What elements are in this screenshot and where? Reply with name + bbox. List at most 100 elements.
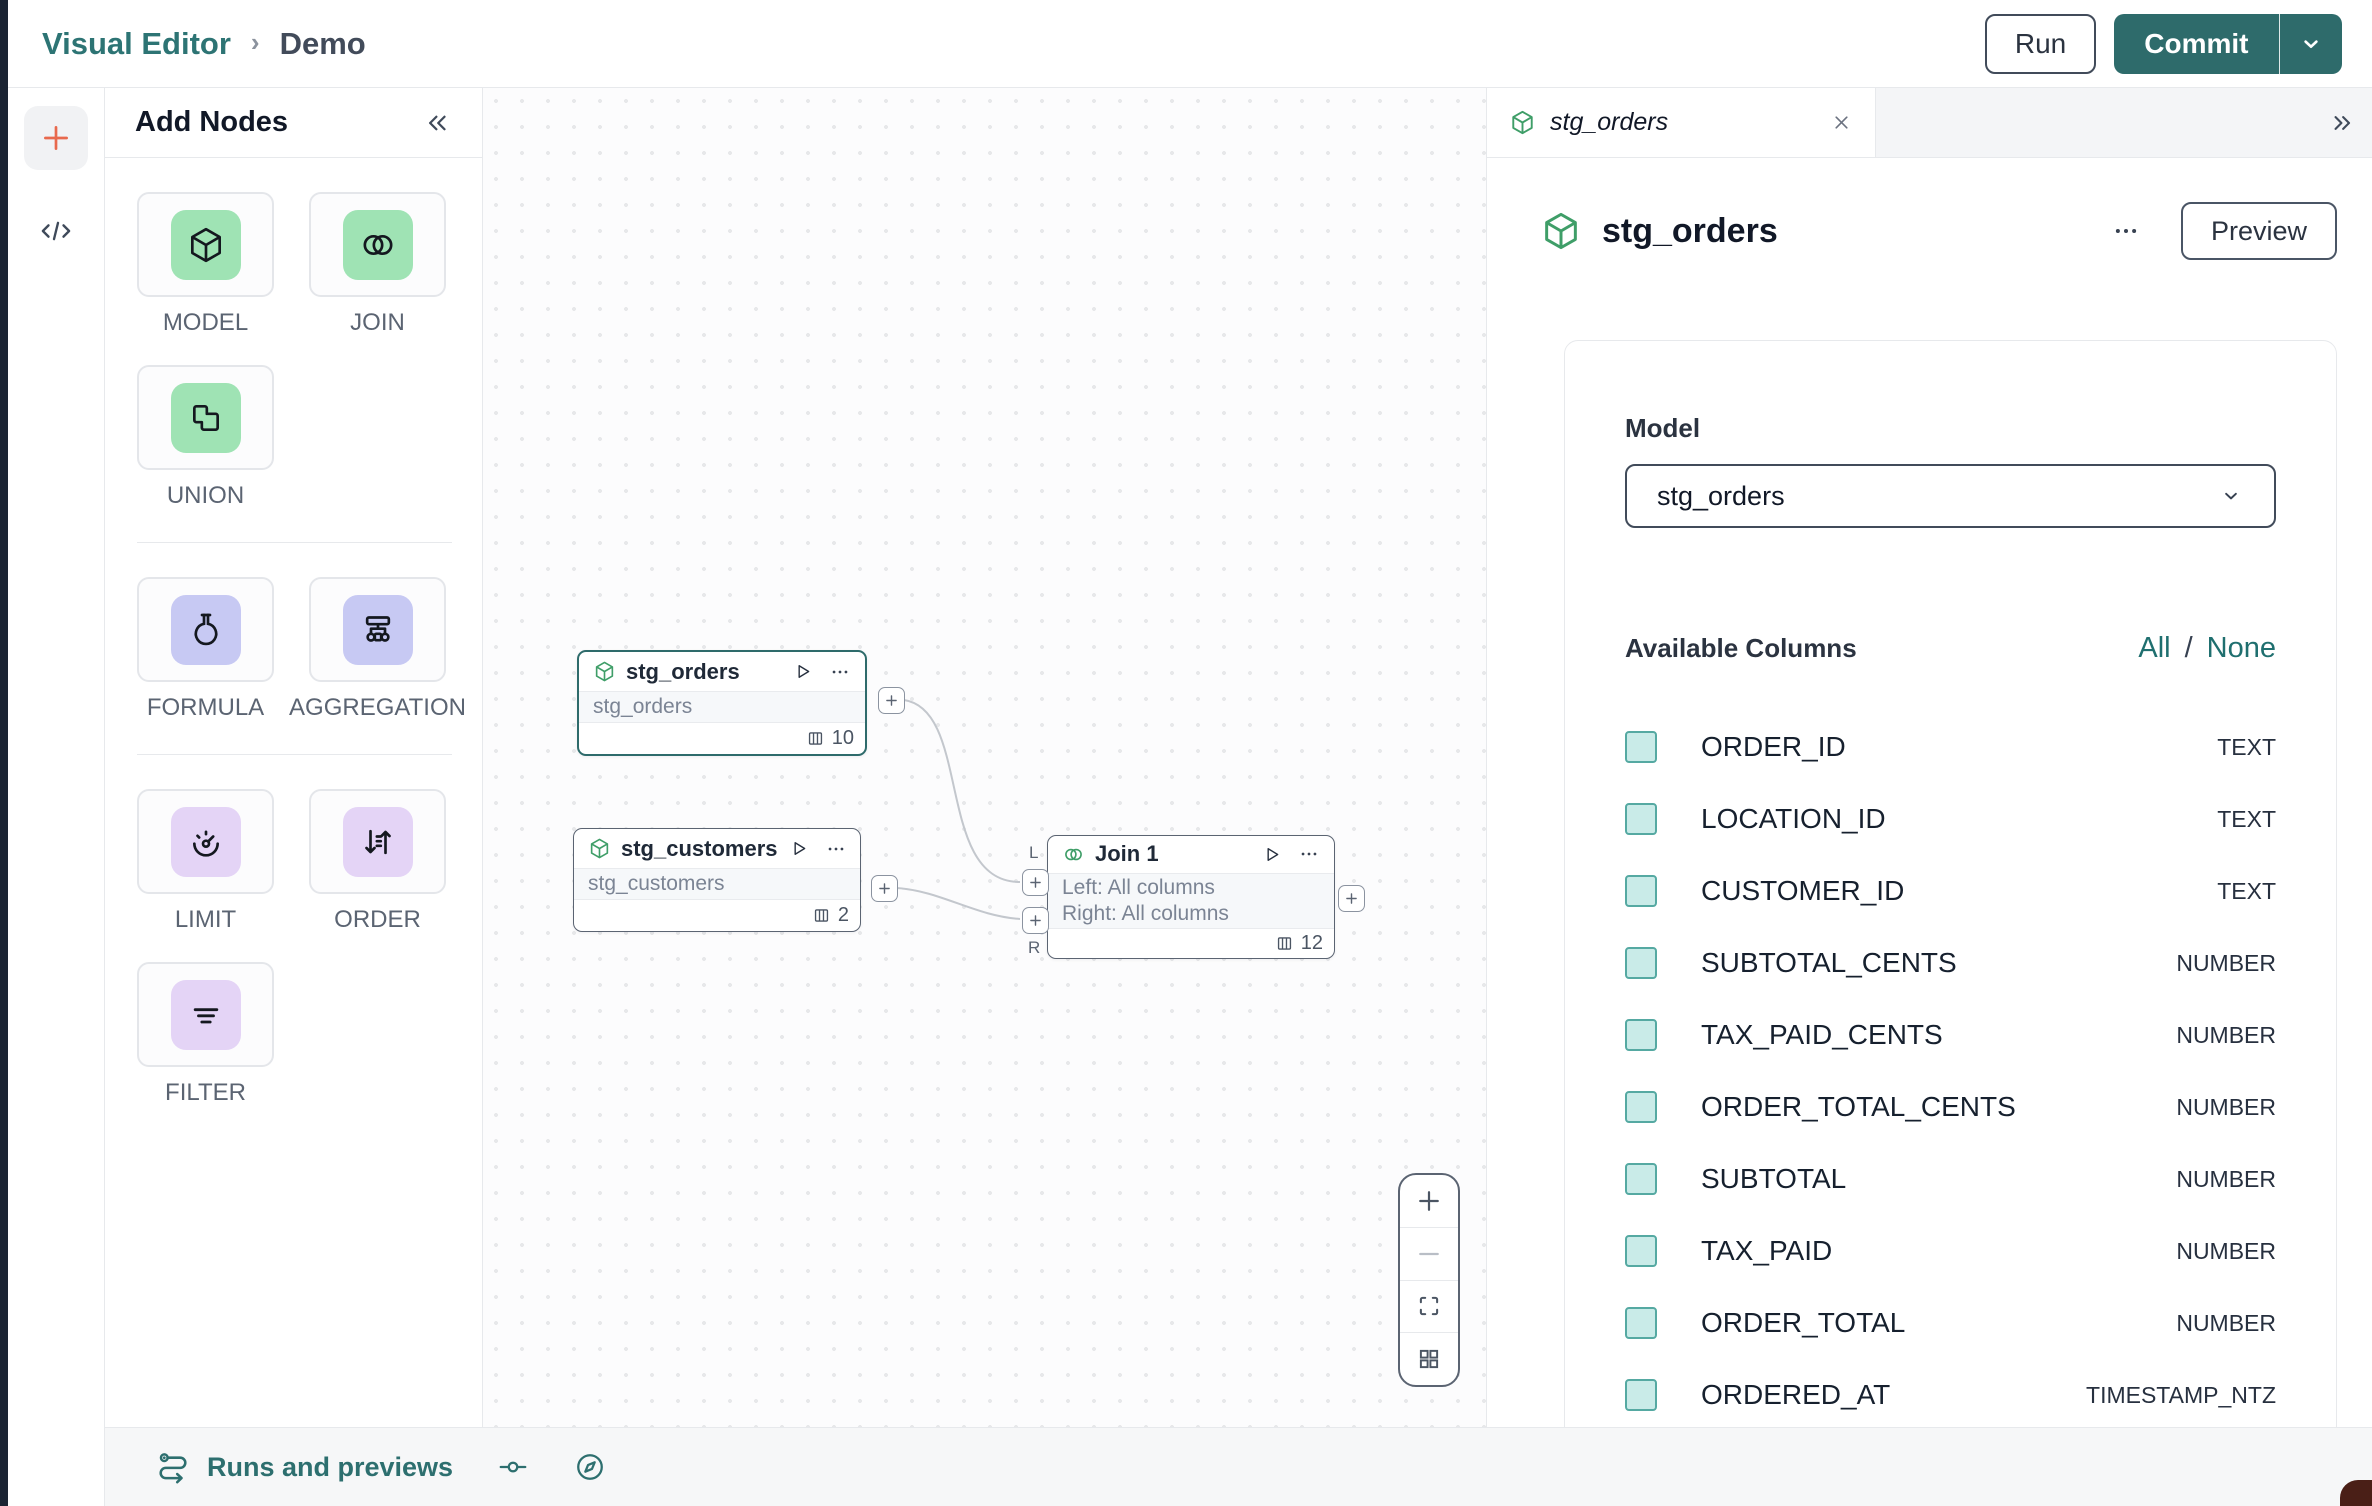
- node-type-card: [137, 365, 274, 470]
- column-name: CUSTOMER_ID: [1701, 875, 1905, 906]
- node-title: Join 1: [1095, 841, 1159, 867]
- auto-layout-button[interactable]: [1400, 1332, 1458, 1385]
- chat-widget-corner[interactable]: [2340, 1480, 2372, 1506]
- plus-icon: [1343, 890, 1360, 907]
- header-actions: Run Commit: [1984, 13, 2342, 74]
- close-icon[interactable]: [1830, 111, 1853, 134]
- node-type-label: UNION: [166, 482, 245, 509]
- breadcrumb-visual-editor[interactable]: Visual Editor: [42, 25, 231, 61]
- chevrons-left-icon: [422, 108, 452, 138]
- pipeline-canvas[interactable]: stg_orders stg_orders 10: [483, 88, 1486, 1427]
- node-type-tile: [170, 806, 241, 877]
- node-type-icon: [358, 225, 398, 265]
- node-type-tile: [342, 209, 413, 280]
- code-view-button[interactable]: [36, 216, 76, 246]
- preview-button[interactable]: Preview: [2180, 202, 2337, 260]
- collapsed-sidebar-edge: [0, 0, 8, 1506]
- column-checkbox[interactable]: [1625, 947, 1657, 979]
- zoom-out-button[interactable]: [1400, 1226, 1458, 1280]
- plus-icon: [876, 880, 893, 897]
- node-header: stg_customers: [574, 829, 860, 868]
- play-icon[interactable]: [788, 838, 809, 859]
- node-type-item[interactable]: MODEL: [137, 192, 274, 337]
- output-port-join-1[interactable]: [1338, 885, 1365, 912]
- runs-and-previews-button[interactable]: Runs and previews: [155, 1449, 453, 1485]
- zoom-in-button[interactable]: [1400, 1175, 1458, 1227]
- join-right-summary: Right: All columns: [1062, 901, 1229, 925]
- available-columns-title: Available Columns: [1625, 633, 1857, 663]
- tab-stg-orders[interactable]: stg_orders: [1487, 88, 1876, 157]
- breadcrumb: Visual Editor › Demo: [42, 26, 366, 62]
- node-subtitle: stg_orders: [593, 695, 693, 718]
- select-none-link[interactable]: None: [2206, 632, 2276, 664]
- column-checkbox[interactable]: [1625, 1307, 1657, 1339]
- run-button[interactable]: Run: [1984, 13, 2097, 74]
- ellipsis-menu-icon[interactable]: [829, 661, 851, 683]
- column-checkbox[interactable]: [1625, 1091, 1657, 1123]
- collapse-panel-button[interactable]: [422, 108, 452, 138]
- column-checkbox[interactable]: [1625, 875, 1657, 907]
- canvas-node-stg-customers[interactable]: stg_customers stg_customers 2: [573, 828, 861, 932]
- grid-icon: [1416, 1346, 1442, 1372]
- join-right-input-port[interactable]: [1022, 907, 1049, 934]
- node-body: stg_customers: [574, 868, 860, 900]
- node-type-card: [309, 577, 446, 682]
- column-row: SUBTOTAL_CENTS NUMBER: [1625, 927, 2276, 999]
- model-cube-icon: [588, 837, 611, 860]
- select-all-link[interactable]: All: [2138, 632, 2171, 664]
- group-divider: [137, 542, 452, 543]
- column-name: TAX_PAID_CENTS: [1701, 1019, 1943, 1050]
- column-row: ORDER_TOTAL_CENTS NUMBER: [1625, 1071, 2276, 1143]
- column-checkbox[interactable]: [1625, 1379, 1657, 1411]
- join-left-input-port[interactable]: [1022, 869, 1049, 896]
- panel-title-row: stg_orders Preview: [1540, 202, 2337, 260]
- node-type-tile: [170, 979, 241, 1050]
- select-links-separator: /: [2184, 632, 2193, 664]
- node-type-item[interactable]: FILTER: [137, 962, 274, 1107]
- column-checkbox[interactable]: [1625, 731, 1657, 763]
- ellipsis-menu-icon[interactable]: [825, 838, 847, 860]
- column-checkbox[interactable]: [1625, 1019, 1657, 1051]
- canvas-node-join-1[interactable]: Join 1 Left: All columns Right: All colu…: [1047, 835, 1335, 959]
- node-type-item[interactable]: FORMULA: [137, 577, 274, 722]
- node-type-card: [137, 577, 274, 682]
- panel-title: stg_orders: [1602, 211, 1778, 250]
- node-type-item[interactable]: ORDER: [309, 789, 446, 934]
- left-icon-rail: [8, 88, 105, 1506]
- column-checkbox[interactable]: [1625, 803, 1657, 835]
- ellipsis-menu-icon[interactable]: [1298, 843, 1320, 865]
- play-icon[interactable]: [792, 661, 813, 682]
- column-name: ORDERED_AT: [1701, 1379, 1891, 1410]
- column-checkbox[interactable]: [1625, 1235, 1657, 1267]
- node-type-item[interactable]: AGGREGATION: [289, 577, 466, 722]
- canvas-node-stg-orders[interactable]: stg_orders stg_orders 10: [577, 650, 867, 756]
- node-type-icon: [186, 398, 226, 438]
- tab-title: stg_orders: [1550, 108, 1669, 136]
- node-type-tile: [170, 382, 241, 453]
- node-type-item[interactable]: LIMIT: [137, 789, 274, 934]
- commit-button[interactable]: Commit: [2144, 27, 2249, 59]
- node-header: stg_orders: [579, 652, 865, 691]
- column-type: NUMBER: [2176, 1093, 2276, 1120]
- column-checkbox[interactable]: [1625, 1163, 1657, 1195]
- fit-view-button[interactable]: [1400, 1279, 1458, 1333]
- node-type-group-sources: MODEL JOIN: [105, 158, 482, 540]
- commit-dropdown-button[interactable]: [2280, 14, 2342, 74]
- add-node-tool-button[interactable]: [24, 106, 88, 170]
- bottom-status-bar: Runs and previews: [105, 1427, 2372, 1506]
- model-select[interactable]: stg_orders: [1625, 464, 2276, 528]
- compass-icon[interactable]: [573, 1450, 607, 1484]
- output-port-stg-customers[interactable]: [871, 875, 898, 902]
- panel-tab-bar: stg_orders: [1487, 88, 2372, 158]
- column-type: TEXT: [2217, 805, 2276, 832]
- node-type-card: [309, 789, 446, 894]
- chevrons-right-icon[interactable]: [2328, 109, 2356, 137]
- column-name: ORDER_ID: [1701, 731, 1846, 762]
- node-type-item[interactable]: JOIN: [309, 192, 446, 337]
- output-port-stg-orders[interactable]: [878, 687, 905, 714]
- node-type-item[interactable]: UNION: [137, 365, 274, 510]
- ellipsis-menu-icon[interactable]: [2111, 216, 2141, 246]
- panel-body: stg_orders Preview Model stg_orders Avai…: [1487, 202, 2372, 1427]
- git-commit-icon[interactable]: [497, 1451, 529, 1483]
- play-icon[interactable]: [1261, 844, 1282, 865]
